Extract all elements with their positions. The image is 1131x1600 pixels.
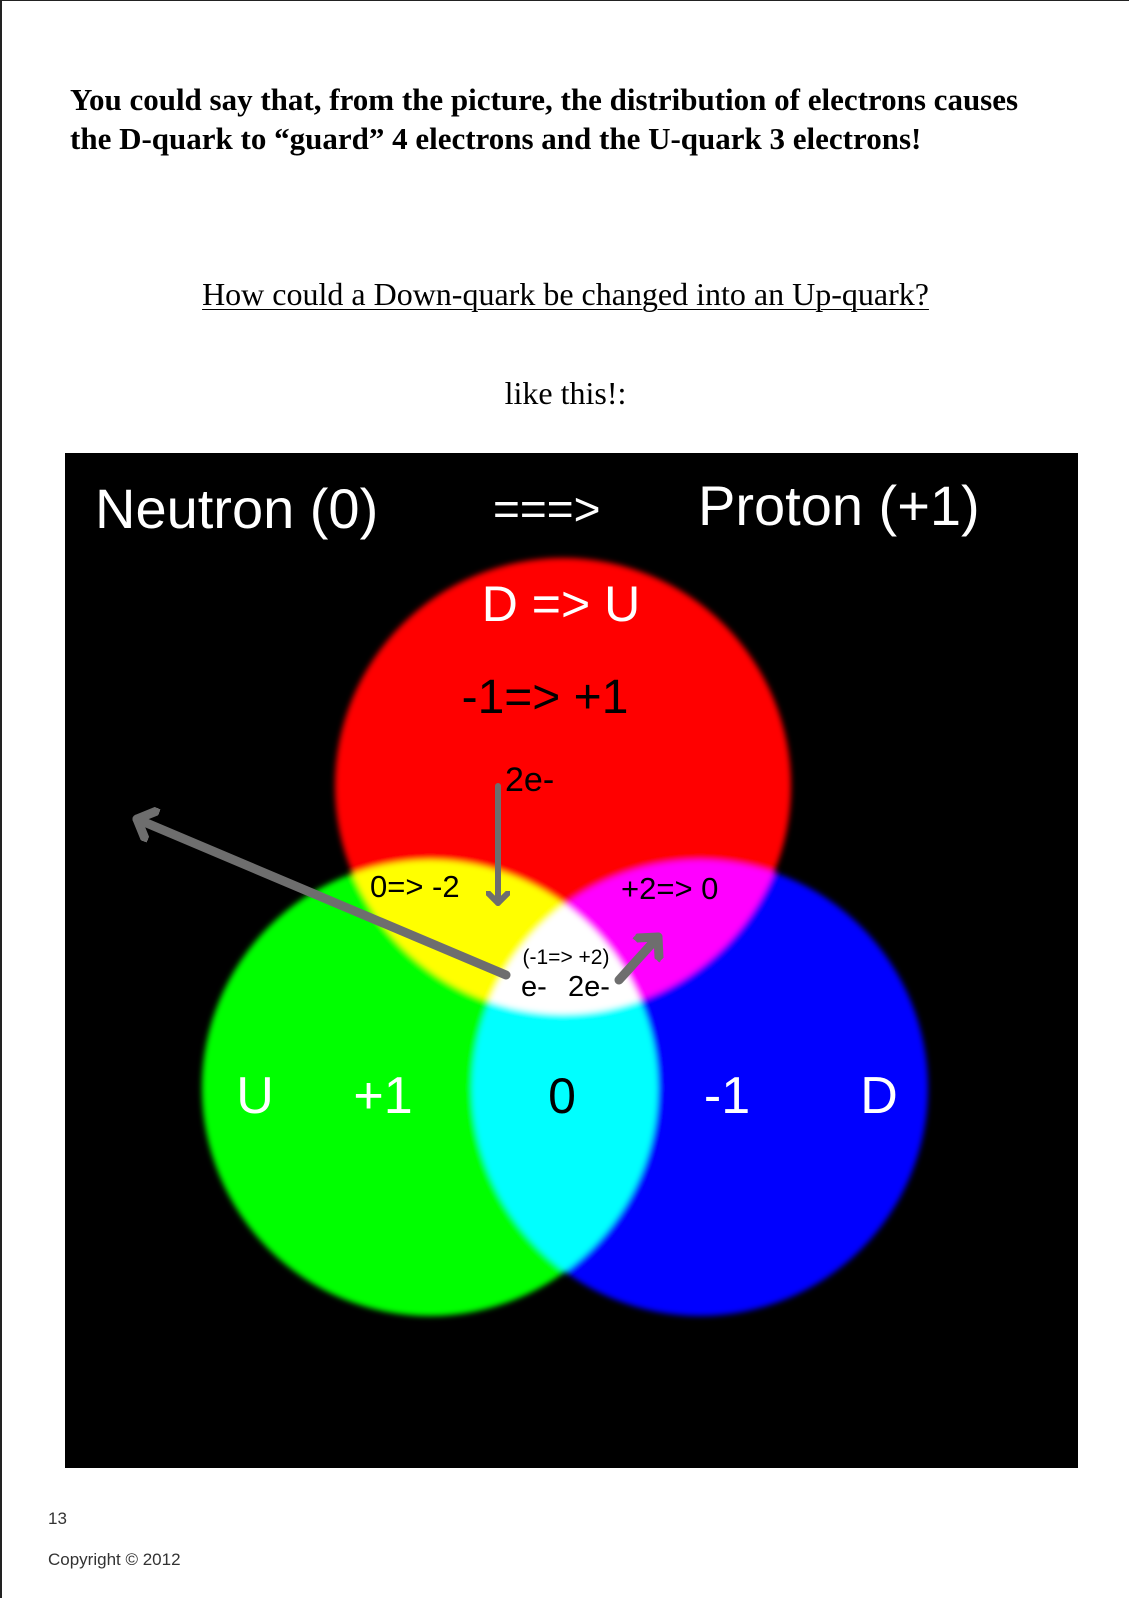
blue-circle-label: D [860, 1067, 898, 1125]
red-circle-label: D => U [482, 576, 640, 632]
question-heading: How could a Down-quark be changed into a… [0, 276, 1131, 313]
blue-circle-charge: -1 [704, 1067, 750, 1125]
blue-circle [472, 860, 928, 1316]
intro-paragraph: You could say that, from the picture, th… [70, 82, 1019, 156]
green-circle-label: U [236, 1067, 274, 1125]
red-circle-electrons: 2e- [505, 761, 554, 799]
magenta-overlap-label: +2=> 0 [621, 871, 718, 906]
lead-in-text: like this!: [504, 375, 627, 411]
quark-color-diagram: Neutron (0) ===> Proton (+1) D => U -1=>… [65, 453, 1078, 1468]
electron-up-arrow [614, 932, 658, 985]
center-electron-left: e- [521, 971, 547, 1003]
center-electron-right: 2e- [568, 971, 610, 1003]
green-circle-charge: +1 [353, 1067, 412, 1125]
proton-label: Proton (+1) [698, 474, 980, 537]
center-charge-label: (-1=> +2) [523, 946, 610, 969]
yellow-overlap-label: 0=> -2 [370, 869, 460, 904]
electron-escape-arrow [132, 819, 511, 980]
color-circles [202, 558, 928, 1316]
cyan-overlap-label: 0 [548, 1068, 576, 1124]
page-number: 13 [48, 1509, 67, 1528]
red-circle-charge: -1=> +1 [462, 671, 629, 724]
diagram-svg: Neutron (0) ===> Proton (+1) D => U -1=>… [65, 453, 1078, 1468]
neutron-label: Neutron (0) [95, 477, 378, 540]
transition-arrow-label: ===> [493, 483, 600, 535]
copyright-notice: Copyright © 2012 [48, 1550, 181, 1569]
question-text: How could a Down-quark be changed into a… [202, 276, 929, 312]
